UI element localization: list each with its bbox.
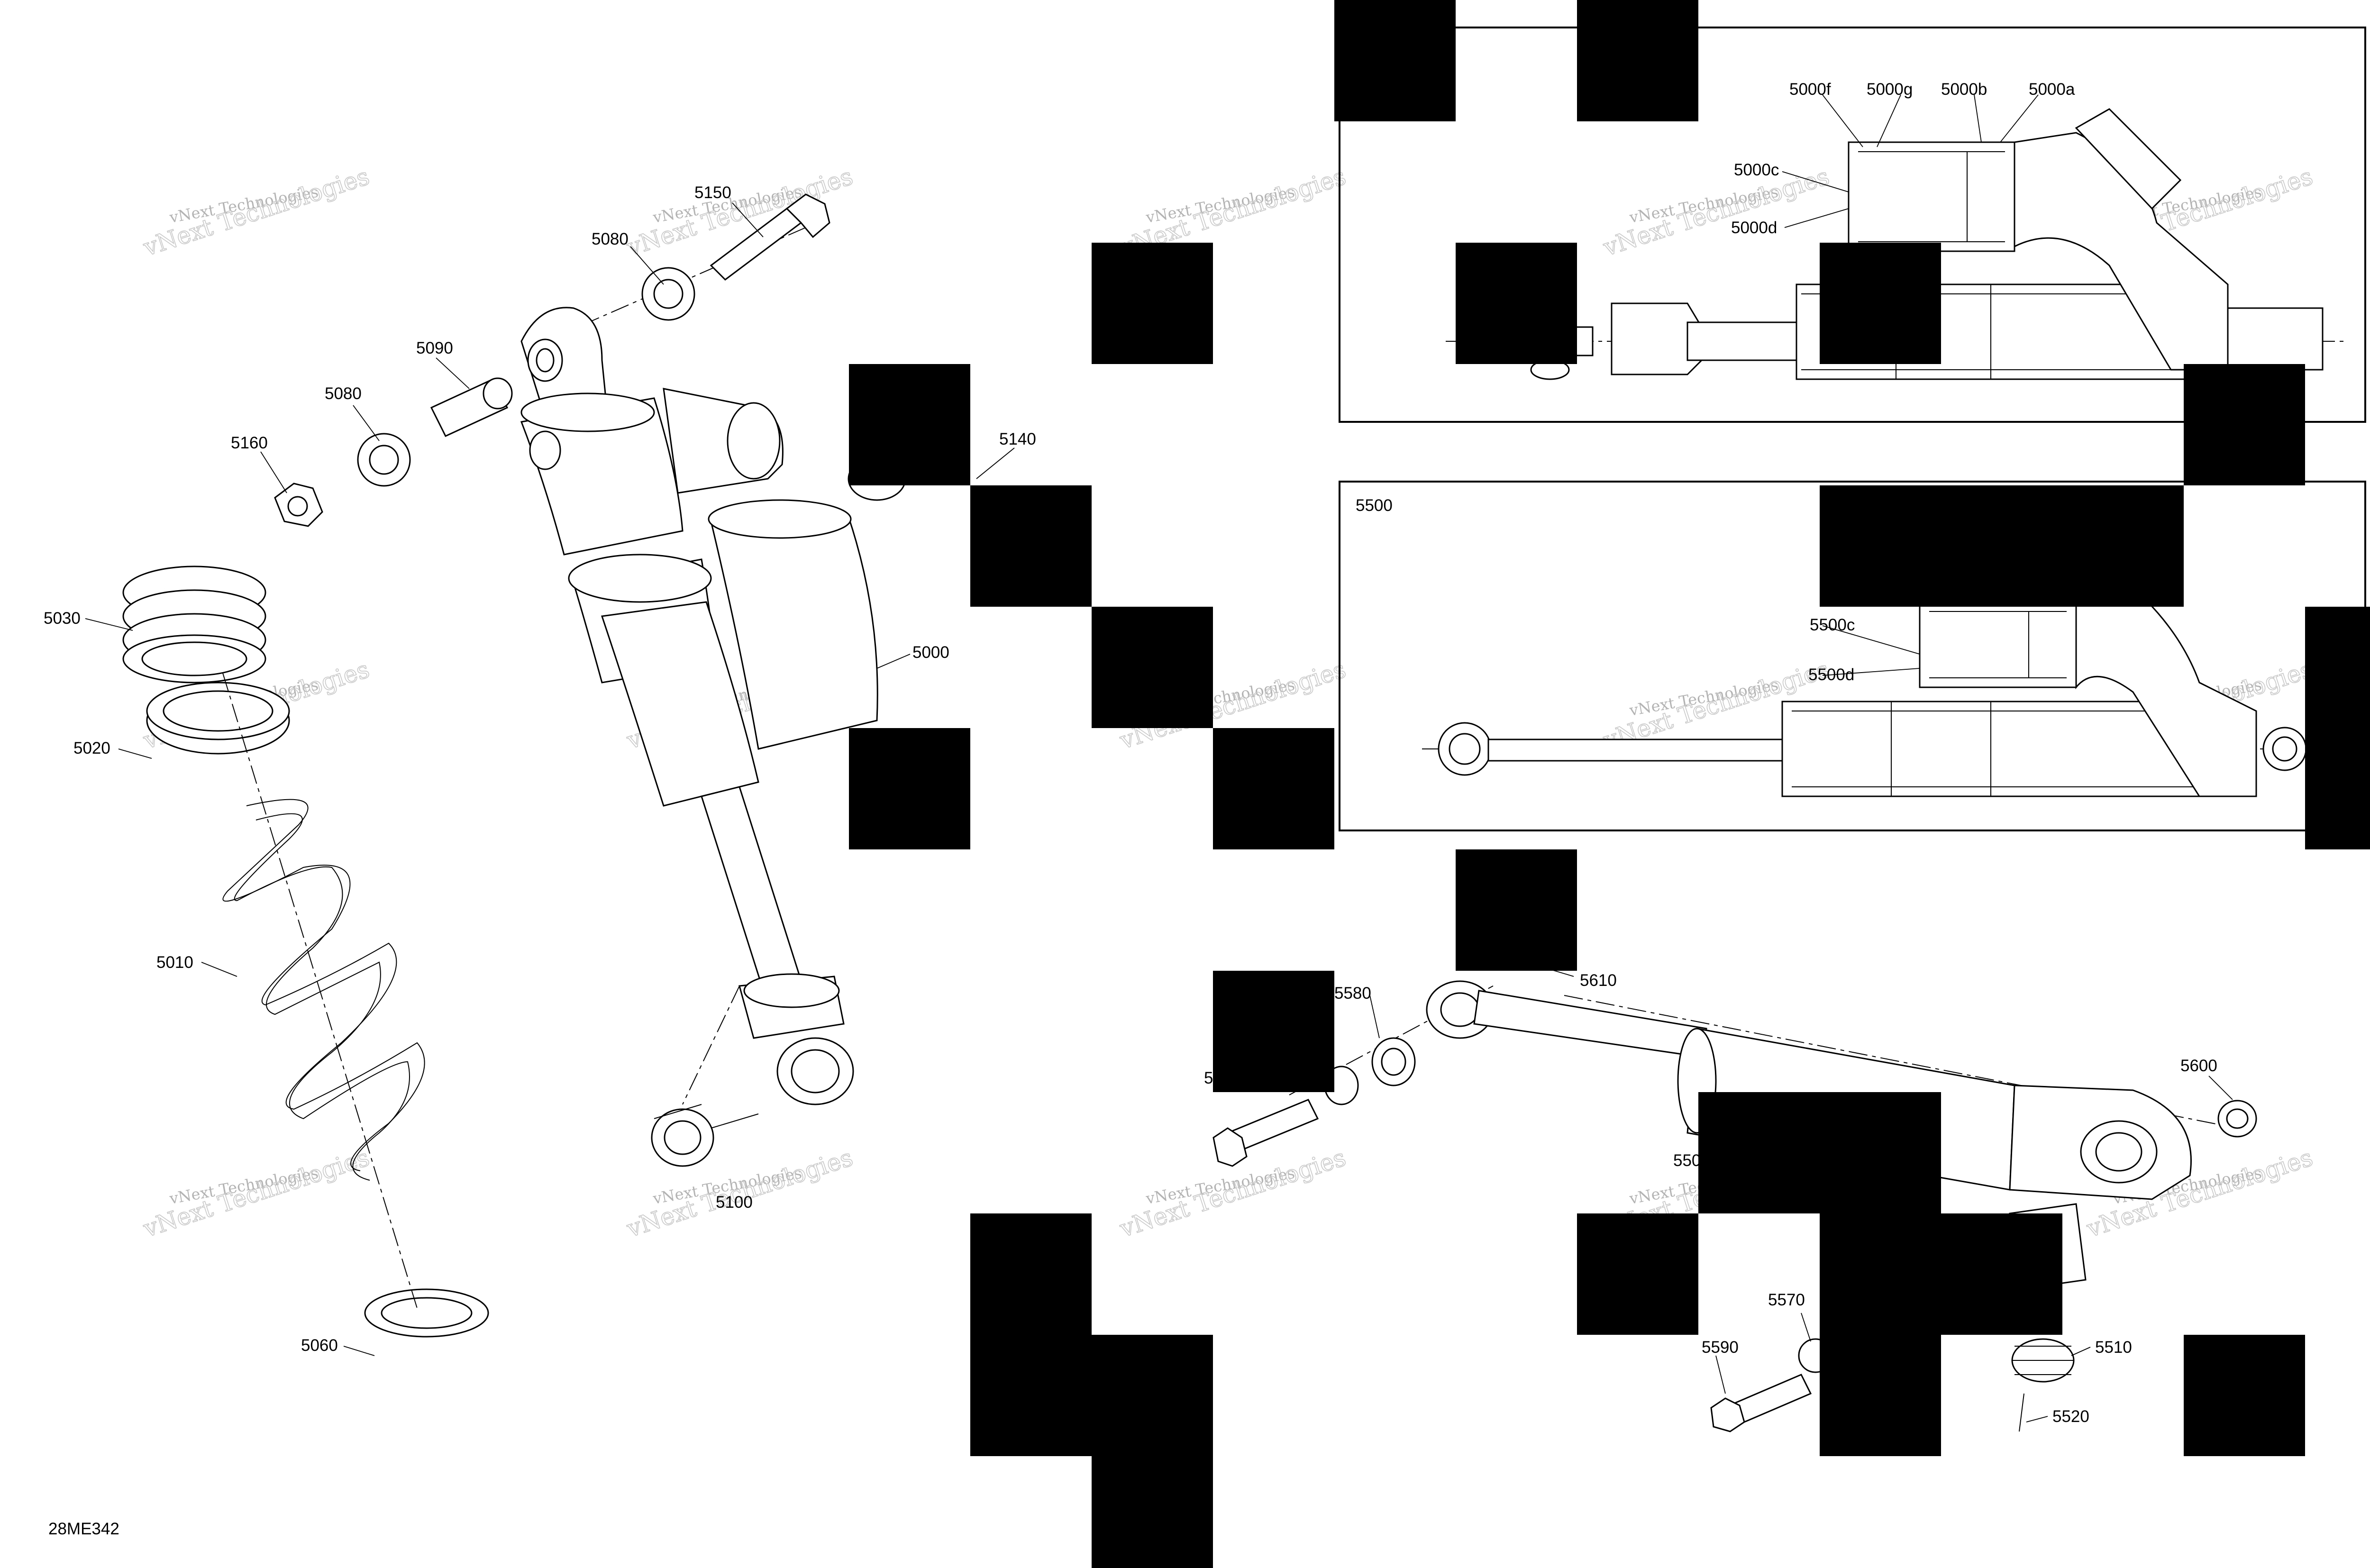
part-label: 5570 — [1768, 1291, 1805, 1309]
inset-label: 5000g — [1867, 80, 1913, 99]
inset-title: 5500 — [1356, 496, 1393, 515]
part-label: 5080 — [592, 230, 629, 248]
inset-label: 5000c — [1734, 161, 1779, 179]
part-label: 5610 — [1580, 971, 1617, 990]
part-label: 5140 — [999, 430, 1036, 448]
part-label: 5090 — [416, 339, 453, 357]
part-labels: 5150 5080 5090 5080 5160 5140 5000 5030 … — [44, 80, 2217, 1538]
inset-label: 5000b — [1941, 80, 1987, 99]
inset-label: 5500c — [1810, 616, 1855, 634]
part-label: 5030 — [44, 609, 81, 628]
part-label: 5060 — [301, 1336, 338, 1355]
inset-label: 5500d — [1808, 665, 1854, 684]
part-label: 5160 — [231, 434, 268, 452]
inset-label: 5000d — [1731, 219, 1777, 237]
spring-stack — [122, 565, 489, 1338]
inset-label: 5000f — [1789, 80, 1831, 99]
part-label: 5580 — [1334, 984, 1371, 1003]
inset-label: 5000a — [2029, 80, 2075, 99]
leader-lines — [85, 94, 2233, 1422]
part-label: 5100 — [716, 1193, 753, 1212]
redaction-blocks — [849, 0, 2370, 1568]
part-label: 5520 — [2052, 1407, 2089, 1426]
part-label: 5590 — [1702, 1338, 1739, 1357]
part-label: 5020 — [73, 739, 110, 757]
part-label: 550 — [1673, 1151, 1701, 1170]
part-label: 5510 — [2095, 1338, 2132, 1357]
hardware-left — [274, 193, 906, 527]
part-label: 5150 — [694, 183, 731, 202]
diagram-code: 28ME342 — [48, 1520, 119, 1538]
shock-absorber-drawing — [520, 227, 878, 1167]
inset-bottom-drawing — [1422, 587, 2346, 797]
inset-frame-top — [1339, 27, 2366, 423]
part-label: 5080 — [325, 384, 362, 403]
part-label: 5010 — [156, 953, 193, 972]
part-label: 5600 — [2180, 1057, 2217, 1075]
part-label: 5000 — [912, 643, 949, 662]
